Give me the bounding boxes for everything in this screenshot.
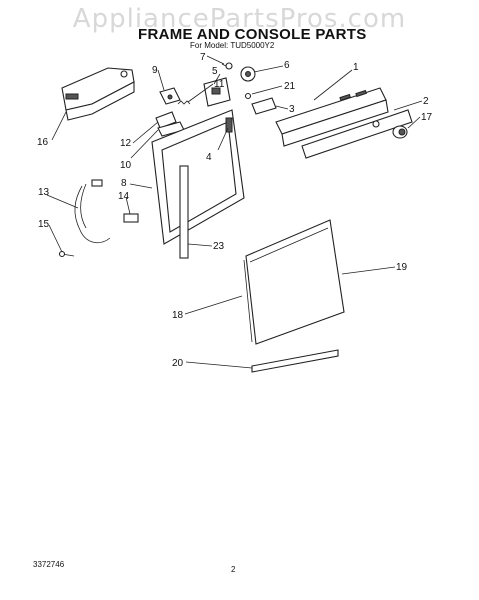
callout-4: 4: [206, 152, 212, 163]
callout-17: 17: [421, 112, 433, 123]
callout-7: 7: [200, 52, 206, 63]
callout-9: 9: [152, 65, 158, 76]
part-19-outer-panel: [245, 219, 345, 345]
callout-11: 11: [214, 79, 225, 90]
part-20-trim-strip: [251, 349, 339, 373]
document-number: 3372746: [33, 560, 65, 569]
part-16-cover: [61, 67, 135, 121]
callout-2: 2: [423, 96, 429, 107]
part-23-strip: [179, 165, 189, 259]
callout-12: 12: [120, 138, 132, 149]
callout-21: 21: [284, 81, 296, 92]
part-2-control-panel: [301, 109, 413, 159]
callout-5: 5: [212, 66, 218, 77]
leader-lines: [46, 55, 423, 369]
callout-19: 19: [396, 262, 408, 273]
part-1-console-panel: [275, 87, 389, 147]
part-7-screw: [221, 62, 233, 70]
callout-23: 23: [213, 241, 225, 252]
part-6-timer: [240, 66, 256, 82]
model-line: For Model: TUD5000Y2: [190, 41, 275, 50]
part-21-screw: [244, 92, 252, 100]
part-9-hinge: [159, 87, 181, 105]
part-18-inner-panel: [243, 259, 253, 343]
diagram-title: FRAME AND CONSOLE PARTS: [138, 26, 367, 43]
watermark-text: AppliancePartsPros.com: [72, 4, 407, 34]
callout-13: 13: [38, 187, 50, 198]
page-number: 2: [231, 565, 236, 574]
part-13-wire-harness: [74, 179, 111, 244]
part-17-knob: [392, 125, 408, 139]
callout-6: 6: [284, 60, 290, 71]
part-12-latch: [155, 111, 177, 129]
callout-8: 8: [121, 178, 127, 189]
callout-10: 10: [120, 160, 132, 171]
callout-20: 20: [172, 358, 184, 369]
callout-14: 14: [118, 191, 130, 202]
part-3-switch: [251, 97, 277, 115]
callout-1: 1: [353, 62, 359, 73]
part-5-switch: [203, 77, 231, 107]
callout-3: 3: [289, 104, 295, 115]
callout-labels: 1 2 3 4 5 6 7 8 9 10 11 12 13 14 15 16 1…: [37, 52, 433, 369]
callout-15: 15: [38, 219, 50, 230]
part-14-switch: [123, 213, 139, 223]
callout-18: 18: [172, 310, 184, 321]
part-15-screw: [58, 250, 75, 258]
callout-16: 16: [37, 137, 49, 148]
